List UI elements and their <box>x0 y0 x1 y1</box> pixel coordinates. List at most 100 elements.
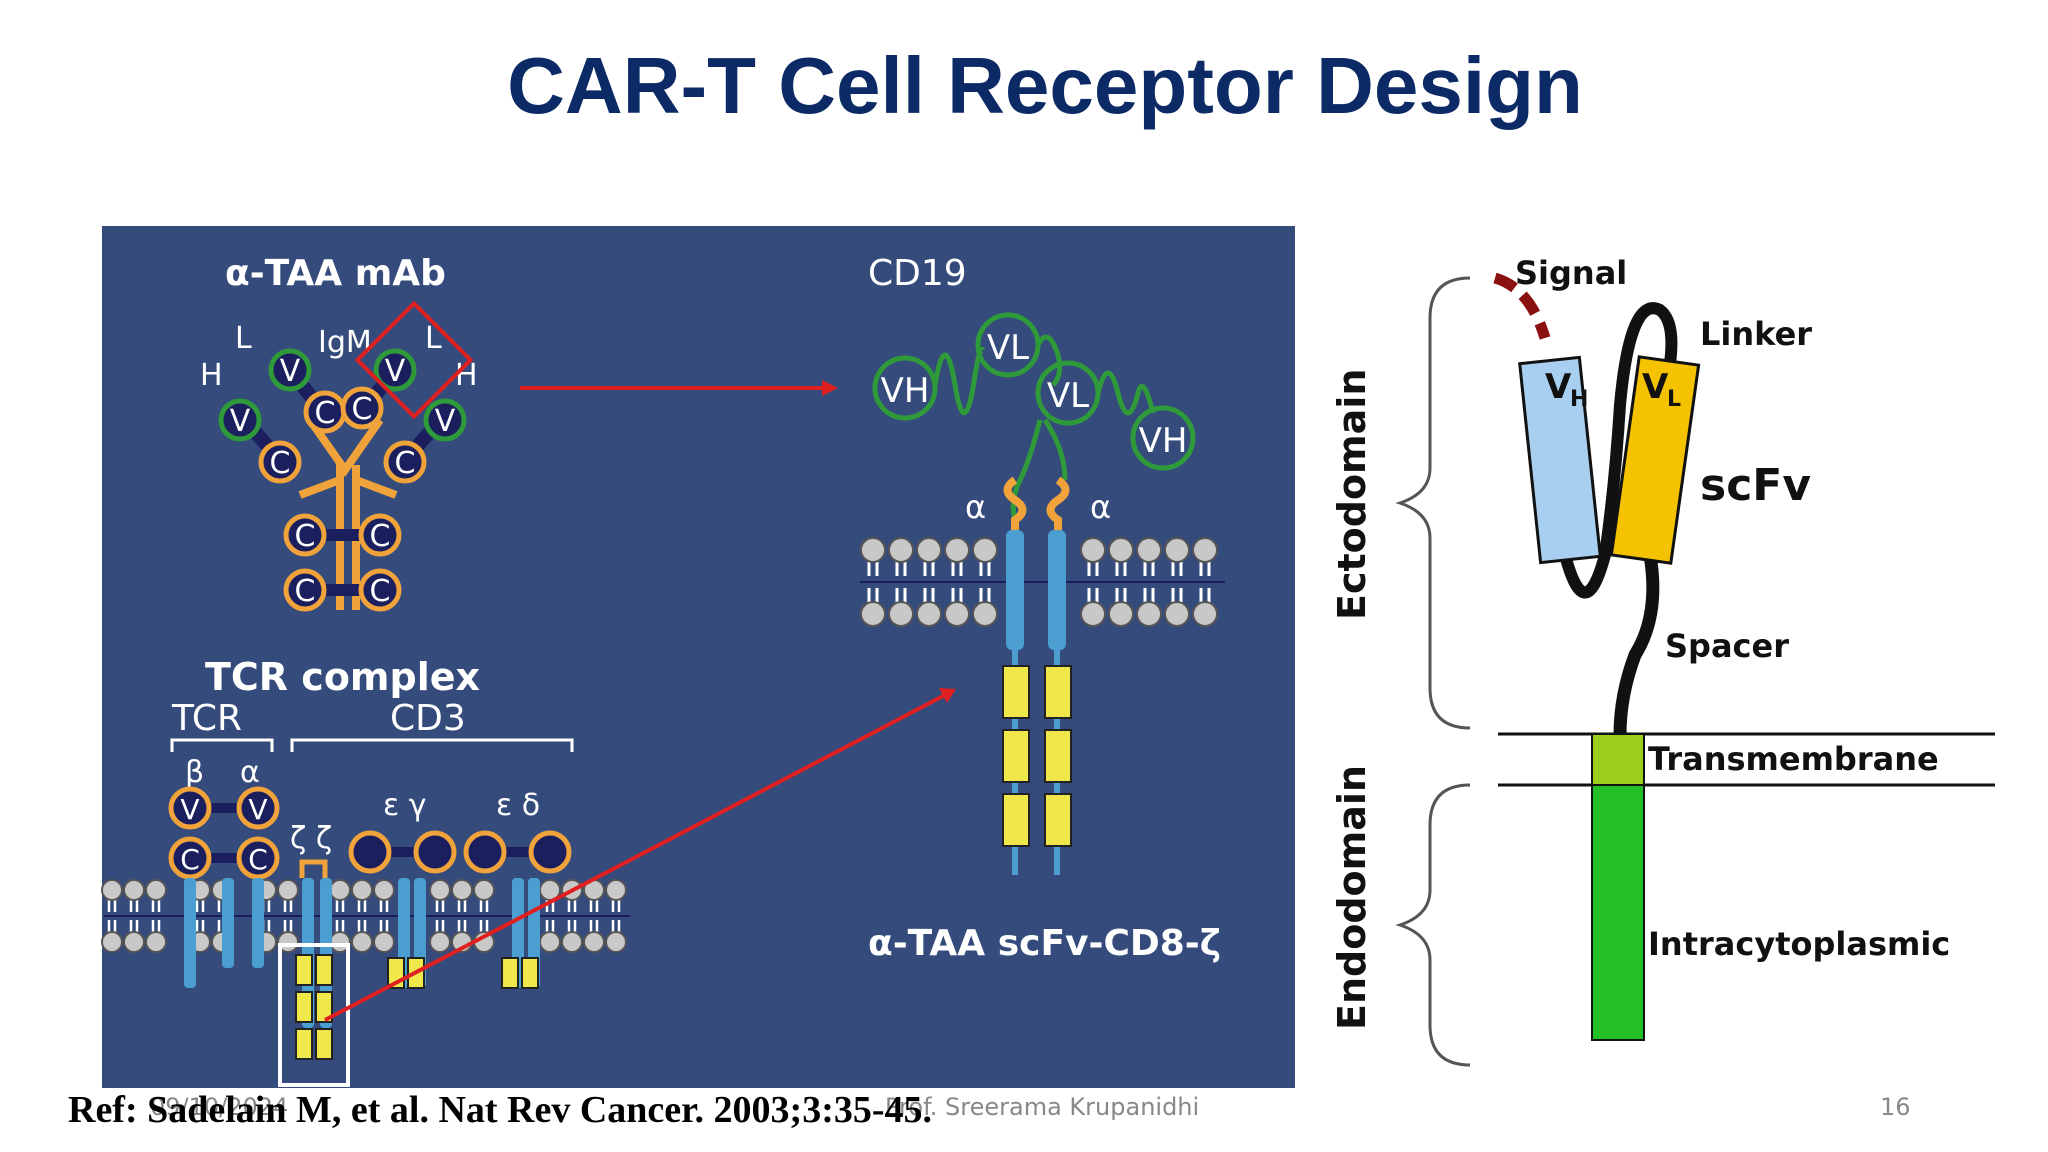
footer-author: Prof. Sreerama Krupanidhi <box>885 1093 1200 1121</box>
vh-domain <box>1518 355 1602 565</box>
svg-text:V: V <box>248 793 267 826</box>
v-domain-icon <box>218 398 262 442</box>
antibody-fork <box>298 476 398 499</box>
epsilon-delta: ε δ <box>496 788 540 823</box>
vl-subscript: L <box>1667 387 1681 412</box>
label-h-left: H <box>200 358 223 393</box>
arrow-to-car <box>324 693 946 1022</box>
cd19-title: CD19 <box>868 253 967 294</box>
svg-text:C: C <box>370 574 391 609</box>
c-domain-icon <box>283 513 327 557</box>
tcr-beta: β <box>185 755 204 790</box>
svg-text:V: V <box>280 354 301 389</box>
scfv-tether <box>1010 418 1068 521</box>
car-tm-right <box>1048 530 1066 650</box>
vh-letter: V <box>1545 367 1572 407</box>
spacer-label: Spacer <box>1665 627 1789 665</box>
svg-text:C: C <box>270 446 291 481</box>
svg-text:C: C <box>248 843 268 876</box>
arrow-head-icon <box>939 688 956 703</box>
ectodomain-brace <box>1395 276 1471 730</box>
vl-label: VL <box>987 328 1029 368</box>
scfv-label: scFv <box>1700 460 1811 511</box>
left-figure: α-TAA mAb L IgM L H H V V V V <box>100 226 1295 1088</box>
c-domain-icon <box>236 836 280 880</box>
v-domain-icon <box>373 348 417 392</box>
car-membrane <box>859 536 1225 628</box>
label-l-left: L <box>235 321 252 356</box>
zeta-highlight-box <box>278 943 350 1087</box>
linker-label: Linker <box>1700 315 1812 353</box>
cd3-bracket <box>290 738 574 752</box>
scfv-highlight-box <box>354 300 474 420</box>
vh-label: VH <box>881 371 930 411</box>
right-figure: Ectodomain Endodomain V H V L Signal Lin… <box>1330 254 1995 1067</box>
vl-label: VL <box>1047 376 1089 416</box>
v-domain-icon <box>236 786 280 830</box>
tcr-itam-blocks <box>295 954 539 1060</box>
slide-title: CAR-T Cell Receptor Design <box>507 41 1583 130</box>
vh-label: VH <box>1139 421 1188 461</box>
tcr-chains: V V C C <box>168 786 572 880</box>
antibody-domains: V V V V C C C C C C C C <box>218 348 467 612</box>
v-domain-icon <box>423 398 467 442</box>
c-domain-icon <box>168 836 212 880</box>
signal-peptide <box>1493 272 1551 340</box>
linker-loop <box>1559 302 1678 599</box>
alpha-label-right: α <box>1090 488 1111 526</box>
antibody-title: α-TAA mAb <box>225 253 446 294</box>
epsilon-gamma: ε γ <box>383 788 427 823</box>
c-domain-icon <box>358 513 402 557</box>
cd3-label: CD3 <box>390 698 466 739</box>
svg-text:V: V <box>180 793 199 826</box>
spacer-stem <box>1613 553 1660 736</box>
svg-text:C: C <box>295 519 316 554</box>
svg-text:C: C <box>295 574 316 609</box>
svg-text:V: V <box>385 354 406 389</box>
car-label: α-TAA scFv-CD8-ζ <box>868 923 1221 964</box>
intracytoplasmic-label: Intracytoplasmic <box>1648 925 1950 963</box>
svg-text:C: C <box>315 396 336 431</box>
reference-citation: Ref: Sadelain M, et al. Nat Rev Cancer. … <box>68 1089 932 1131</box>
vl-domain <box>1609 355 1701 565</box>
alpha-label-left: α <box>965 488 986 526</box>
zeta-zeta: ζ ζ <box>290 821 332 856</box>
tcr-label: TCR <box>171 698 242 739</box>
svg-text:C: C <box>395 446 416 481</box>
intracytoplasmic-segment <box>1591 784 1645 1041</box>
antibody-hinge <box>306 417 384 477</box>
scfv-linker-1 <box>932 346 986 415</box>
zeta-itam-blocks <box>1002 665 1072 847</box>
vh-subscript: H <box>1570 387 1588 412</box>
scfv-linker-2 <box>1035 334 1063 387</box>
c-domain-icon <box>383 440 427 484</box>
arrow-head-icon <box>822 380 838 396</box>
vh-domain-2 <box>1130 405 1196 471</box>
zeta-hinge <box>299 859 328 878</box>
c-domain-icon <box>340 386 384 430</box>
transmembrane-segment <box>1591 733 1645 786</box>
c-domain-icon <box>258 440 302 484</box>
svg-text:V: V <box>435 404 456 439</box>
cd8-hinge-right <box>1046 476 1070 540</box>
ectodomain-label: Ectodomain <box>1330 369 1374 620</box>
c-domain-icon <box>358 568 402 612</box>
c-domain-icon <box>283 568 327 612</box>
vl-letter: V <box>1642 367 1669 407</box>
endodomain-brace <box>1395 783 1471 1067</box>
scfv-linker-3 <box>1095 370 1156 416</box>
page-number: 16 <box>1880 1093 1911 1121</box>
transmembrane-label: Transmembrane <box>1648 740 1939 778</box>
svg-text:C: C <box>180 843 200 876</box>
svg-text:C: C <box>352 392 373 427</box>
v-domain-icon <box>168 786 212 830</box>
label-h-right: H <box>455 358 478 393</box>
signal-label: Signal <box>1515 254 1627 292</box>
tcr-complex-title: TCR complex <box>205 655 480 699</box>
svg-text:C: C <box>370 519 391 554</box>
footer-date: 09/10/2024 <box>150 1093 289 1121</box>
cd8-hinge-left <box>1003 476 1027 540</box>
svg-text:V: V <box>230 404 251 439</box>
tcr-bracket <box>170 738 274 752</box>
